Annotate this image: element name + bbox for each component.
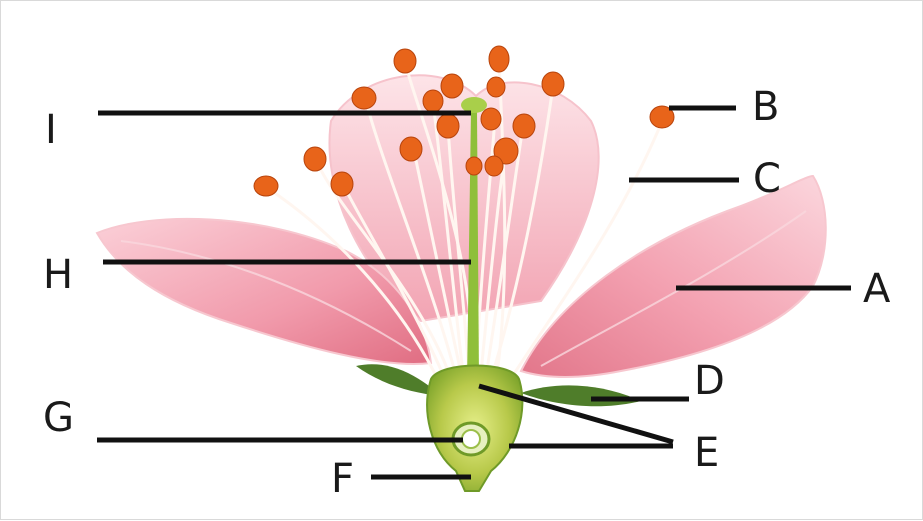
label-I: I (45, 110, 57, 150)
label-C: C (753, 159, 781, 199)
anther (489, 46, 509, 72)
anther (423, 90, 443, 112)
anther (487, 77, 505, 97)
label-D: D (694, 361, 725, 401)
anther (394, 49, 416, 73)
anther (466, 157, 482, 175)
anther (513, 114, 535, 138)
label-B: B (752, 87, 779, 127)
anther (254, 176, 278, 196)
ovule (462, 430, 480, 448)
anther (542, 72, 564, 96)
anther (485, 156, 503, 176)
anther (331, 172, 353, 196)
anther (400, 137, 422, 161)
anther (352, 87, 376, 109)
anther (304, 147, 326, 171)
anther (441, 74, 463, 98)
label-E: E (694, 433, 719, 473)
label-H: H (43, 255, 73, 295)
label-A: A (863, 269, 890, 309)
anther (481, 108, 501, 130)
label-G: G (43, 398, 74, 438)
anther (437, 114, 459, 138)
label-F: F (331, 459, 354, 499)
